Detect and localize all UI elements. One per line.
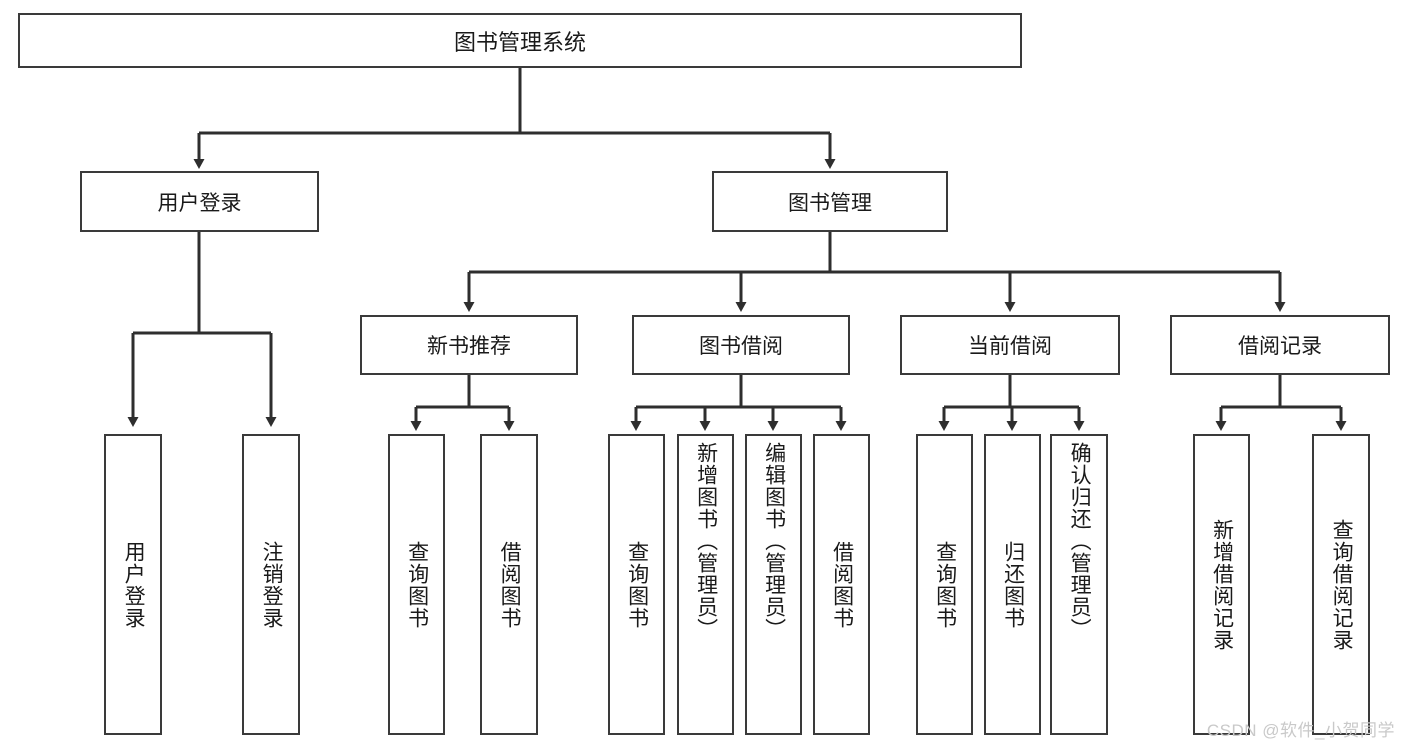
leaf-borrow-query-book[interactable]: 查询图书 <box>608 434 665 735</box>
leaf-current-return-book-label: 归还图书 <box>1001 540 1025 629</box>
node-user-login[interactable]: 用户登录 <box>80 171 319 232</box>
leaf-newbook-borrow-book-label: 借阅图书 <box>498 540 522 629</box>
leaf-current-confirm-return[interactable]: 确认归还（管理员） <box>1050 434 1108 735</box>
node-root-label: 图书管理系统 <box>453 29 586 55</box>
leaf-newbook-query-book-label: 查询图书 <box>405 540 429 629</box>
node-new-book-recommend-label: 新书推荐 <box>427 335 511 358</box>
leaf-record-add-label: 新增借阅记录 <box>1210 518 1234 651</box>
node-current-borrow[interactable]: 当前借阅 <box>900 315 1120 375</box>
leaf-current-query-book[interactable]: 查询图书 <box>916 434 973 735</box>
leaf-newbook-borrow-book[interactable]: 借阅图书 <box>480 434 538 735</box>
leaf-current-query-book-label: 查询图书 <box>933 540 957 629</box>
leaf-borrow-borrow-book[interactable]: 借阅图书 <box>813 434 870 735</box>
csdn-watermark: CSDN @软件_小贺同学 <box>1206 721 1395 740</box>
node-new-book-recommend[interactable]: 新书推荐 <box>360 315 578 375</box>
node-borrow-record[interactable]: 借阅记录 <box>1170 315 1390 375</box>
node-user-login-label: 用户登录 <box>157 191 242 215</box>
leaf-borrow-borrow-book-label: 借阅图书 <box>830 540 854 629</box>
leaf-borrow-query-book-label: 查询图书 <box>625 540 649 629</box>
leaf-borrow-add-book-label: 新增图书（管理员） <box>694 442 718 640</box>
leaf-current-return-book[interactable]: 归还图书 <box>984 434 1041 735</box>
leaf-newbook-query-book[interactable]: 查询图书 <box>388 434 445 735</box>
leaf-record-query[interactable]: 查询借阅记录 <box>1312 434 1370 735</box>
leaf-user-logout-label: 注销登录 <box>260 540 284 629</box>
leaf-user-login[interactable]: 用户登录 <box>104 434 162 735</box>
node-book-management-label: 图书管理 <box>788 191 872 215</box>
leaf-borrow-add-book[interactable]: 新增图书（管理员） <box>677 434 734 735</box>
leaf-borrow-edit-book-label: 编辑图书（管理员） <box>762 442 786 640</box>
leaf-current-confirm-return-label: 确认归还（管理员） <box>1068 442 1092 640</box>
leaf-borrow-edit-book[interactable]: 编辑图书（管理员） <box>745 434 802 735</box>
node-borrow-record-label: 借阅记录 <box>1238 335 1322 358</box>
node-current-borrow-label: 当前借阅 <box>968 335 1052 358</box>
node-book-borrow-label: 图书借阅 <box>699 335 783 358</box>
leaf-record-query-label: 查询借阅记录 <box>1330 518 1354 651</box>
node-book-borrow[interactable]: 图书借阅 <box>632 315 850 375</box>
node-root[interactable]: 图书管理系统 <box>18 13 1022 68</box>
leaf-user-logout[interactable]: 注销登录 <box>242 434 300 735</box>
leaf-record-add[interactable]: 新增借阅记录 <box>1193 434 1250 735</box>
leaf-user-login-label: 用户登录 <box>122 540 146 629</box>
node-book-management[interactable]: 图书管理 <box>712 171 948 232</box>
